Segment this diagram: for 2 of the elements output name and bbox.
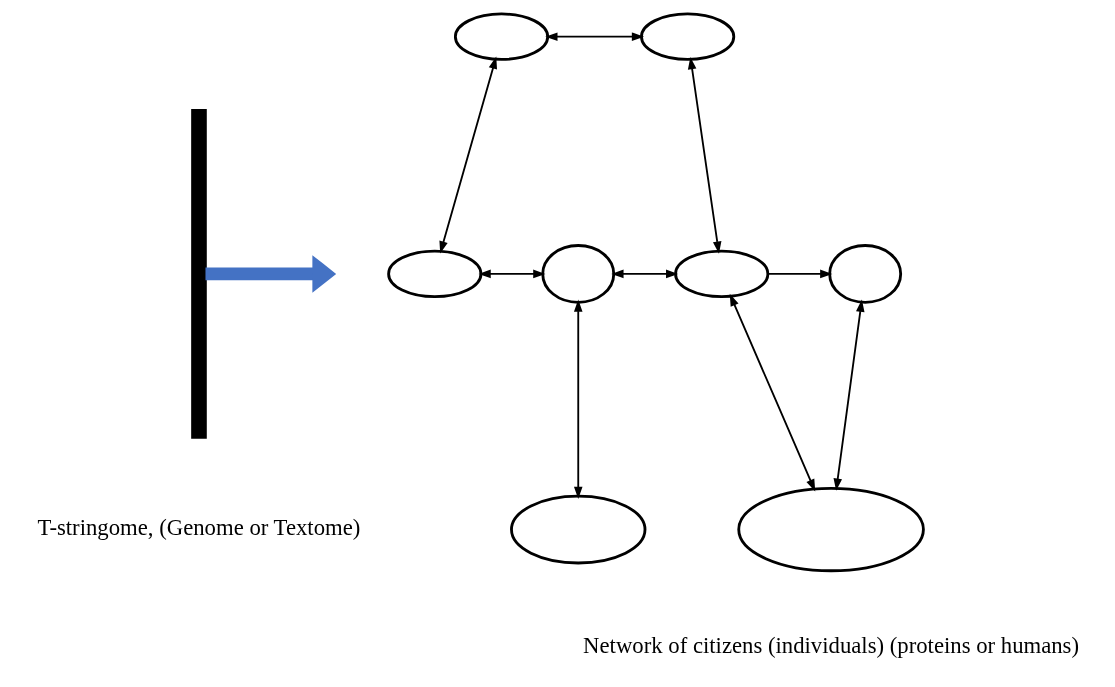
label: Network of citizens (individuals) (proteins or humans) <box>582 632 1079 658</box>
node-label: T-stringome, (Genome or Textome) <box>37 514 360 540</box>
